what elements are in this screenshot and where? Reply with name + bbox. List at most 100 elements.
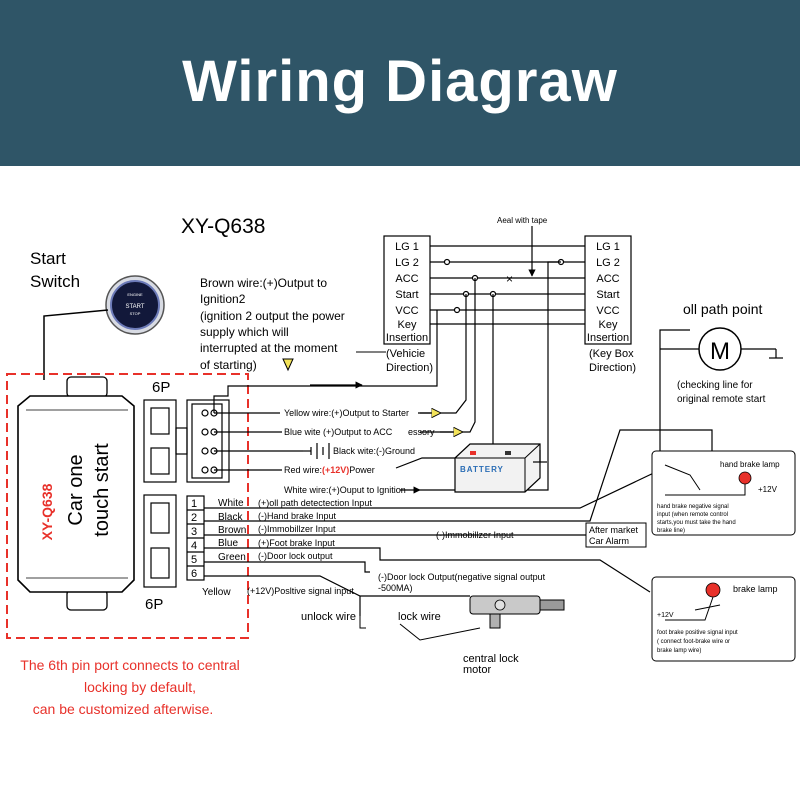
svg-text:(-)Immobillzer Input: (-)Immobillzer Input [436, 530, 514, 540]
brown-wire-note: Brown wire:(+)Output to Ignition2 (ignit… [200, 276, 345, 372]
svg-text:(-)Immobillzer Input: (-)Immobillzer Input [258, 524, 336, 534]
svg-text:( connect foot-brake wire or: ( connect foot-brake wire or [657, 639, 730, 645]
battery-ground-icon [533, 450, 547, 463]
svg-text:(+)oll path detectection Input: (+)oll path detectection Input [258, 498, 372, 508]
svg-text:After market: After market [589, 525, 639, 535]
svg-text:5: 5 [191, 554, 197, 566]
cut-mark-icon: × [506, 272, 513, 286]
switch-cable [43, 309, 109, 380]
svg-text:Insertion: Insertion [386, 332, 428, 344]
socket-bottom [143, 494, 177, 588]
module-line-1: Car one [65, 454, 87, 525]
svg-text:White wire:(+)Ouput to Ignitio: White wire:(+)Ouput to Ignition [284, 485, 406, 495]
svg-text:Ignition2: Ignition2 [200, 292, 246, 306]
svg-text:Red wire:(+12V)Power: Red wire:(+12V)Power [284, 465, 375, 475]
svg-text:brake lamp: brake lamp [733, 584, 778, 594]
port-top-label: 6P [152, 379, 170, 396]
svg-text:starts,you must take the hand: starts,you must take the hand [657, 520, 736, 526]
svg-text:ENGINE: ENGINE [127, 292, 143, 297]
door-lock-output-1: (-)Door lock Output(negative signal outp… [378, 572, 546, 582]
start-switch-label-2: Switch [30, 272, 80, 291]
svg-text:3: 3 [191, 526, 197, 538]
module-model-text: XY-Q638 [39, 483, 55, 540]
model-label: XY-Q638 [181, 215, 265, 238]
lock-wire-label: lock wire [398, 611, 441, 623]
svg-text:(-)Door lock output: (-)Door lock output [258, 551, 333, 561]
pin-numbers: 1 2 3 4 5 6 [191, 498, 197, 580]
svg-text:VCC: VCC [596, 305, 619, 317]
svg-text:Yellow wire:(+)Output to Start: Yellow wire:(+)Output to Starter [284, 408, 409, 418]
svg-text:Black wite:(-)Ground: Black wite:(-)Ground [333, 446, 415, 456]
start-stop-button-icon: ENGINE START STOP [105, 275, 165, 335]
svg-text:can be customized afterwise.: can be customized afterwise. [33, 701, 214, 717]
svg-text:input (when remote control: input (when remote control [657, 512, 728, 518]
connector-wire-labels: Yellow wire:(+)Output to Starter Blue wi… [284, 408, 435, 495]
svg-text:VCC: VCC [395, 305, 418, 317]
oil-path-title: oll path point [683, 301, 763, 317]
svg-text:essory: essory [408, 427, 435, 437]
svg-text:Key: Key [398, 319, 417, 331]
svg-text:hand brake negative signal: hand brake negative signal [657, 504, 729, 510]
control-module: XY-Q638 Car one touch start [17, 376, 135, 611]
svg-text:6: 6 [191, 568, 197, 580]
vehicle-direction-1: (Vehicie [386, 348, 425, 360]
unlock-wire-label: unlock wire [301, 611, 356, 623]
after-market-box: (-)Immobillzer Input After market Car Al… [436, 522, 647, 548]
door-lock-output-2: -500MA) [378, 583, 413, 593]
pin-function-labels: (+)oll path detectection Input (-)Hand b… [247, 498, 372, 596]
socket-top [143, 399, 177, 483]
tape-label: Aeal with tape [497, 216, 548, 225]
svg-text:LG 1: LG 1 [395, 241, 419, 253]
port-bottom-label: 6P [145, 596, 163, 613]
keybox-direction-2: Direction) [589, 362, 636, 374]
oil-path-note-2: original remote start [677, 394, 766, 405]
battery-icon: BATTERY [454, 443, 541, 493]
foot-brake-box: brake lamp +12V foot brake positive sign… [651, 576, 796, 662]
svg-text:brake line): brake line) [657, 528, 685, 534]
svg-text:Key: Key [599, 319, 618, 331]
main-connector [175, 399, 230, 483]
pin-table [186, 495, 205, 581]
svg-text:Insertion: Insertion [587, 332, 629, 344]
svg-text:(-)Hand brake Input: (-)Hand brake Input [258, 511, 337, 521]
module-line-2: touch start [91, 443, 113, 537]
yellow-arrow-icon [282, 358, 294, 372]
keybox-direction-1: (Key Box [589, 348, 634, 360]
svg-text:+12V: +12V [657, 612, 674, 619]
svg-text:Brown wire:(+)Output to: Brown wire:(+)Output to [200, 276, 327, 290]
svg-text:LG 2: LG 2 [395, 257, 419, 269]
svg-text:4: 4 [191, 540, 197, 552]
svg-text:Brown: Brown [218, 525, 246, 536]
junction-dots [443, 258, 565, 314]
svg-text:locking by default,: locking by default, [84, 679, 196, 695]
svg-text:2: 2 [191, 512, 197, 524]
svg-text:The 6th pin port connects to c: The 6th pin port connects to central [20, 657, 239, 673]
motor-sensor-icon: M [660, 327, 783, 371]
svg-text:START: START [125, 304, 144, 310]
svg-text:hand brake lamp: hand brake lamp [720, 460, 780, 469]
start-switch-label-1: Start [30, 249, 66, 268]
vehicle-direction-2: Direction) [386, 362, 433, 374]
title-banner: Wiring Diagraw [0, 0, 800, 166]
svg-text:STOP: STOP [130, 311, 141, 316]
keybox-harness-box: LG 1 LG 2 ACC Start VCC Key Insertion [584, 235, 632, 345]
central-lock-label-1: central lock [463, 653, 519, 665]
footnote: The 6th pin port connects to central loc… [20, 657, 239, 717]
svg-text:of starting): of starting) [200, 358, 257, 372]
svg-text:supply which will: supply which will [200, 325, 289, 339]
svg-text:Black: Black [218, 512, 243, 523]
svg-text:interrupted at the moment: interrupted at the moment [200, 341, 338, 355]
wiring-diagram: XY-Q638 Start Switch ENGINE START STOP X… [6, 215, 796, 717]
svg-text:Blue: Blue [218, 538, 238, 549]
svg-text:ACC: ACC [395, 273, 418, 285]
oil-path-note-1: (checking line for [677, 380, 753, 391]
svg-text:Start: Start [395, 289, 418, 301]
svg-text:White: White [218, 498, 244, 509]
svg-text:Yellow: Yellow [202, 587, 231, 598]
module-dashed-outline [6, 373, 249, 639]
svg-text:BATTERY: BATTERY [460, 465, 504, 474]
svg-text:(ignition 2 output the power: (ignition 2 output the power [200, 309, 345, 323]
vehicle-harness-box: LG 1 LG 2 ACC Start VCC Key Insertion [383, 235, 431, 345]
central-lock-label-2: motor [463, 664, 491, 676]
pin-color-labels: White Black Brown Blue Green Yellow [202, 498, 246, 598]
